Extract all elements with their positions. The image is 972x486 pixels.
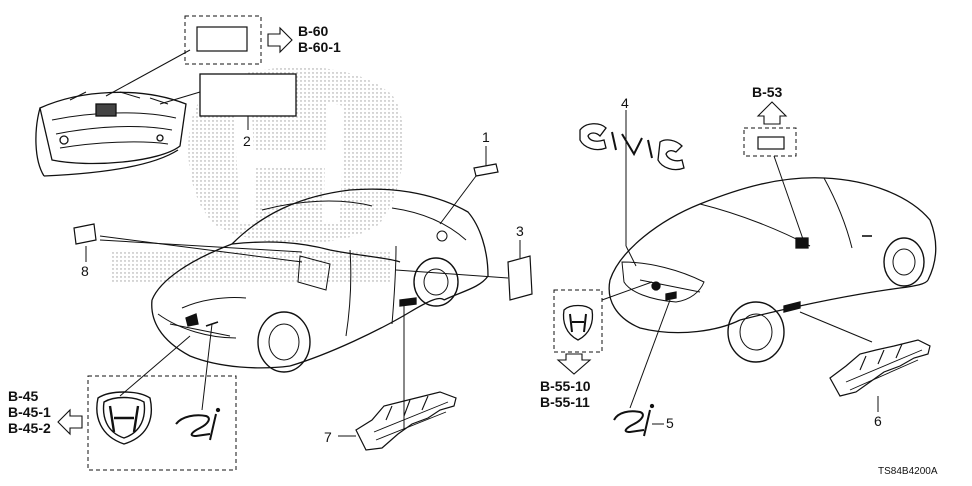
- part-5-si-emblem: [613, 403, 655, 437]
- leader-line-si-front: [201, 323, 213, 411]
- hood-ref-line-2: B-60-1: [298, 39, 341, 56]
- arrow-up-icon: [756, 101, 788, 125]
- front-si-emblem: [175, 407, 221, 441]
- leader-line-4-car: [625, 245, 637, 267]
- leader-line-8-b: [99, 239, 303, 253]
- front-reference: B-45 B-45-1 B-45-2: [8, 388, 51, 436]
- leader-line-front-emblem: [119, 335, 191, 397]
- trunk-ref-line-2: B-55-11: [540, 394, 590, 411]
- part-number-5: 5: [666, 415, 674, 431]
- part-number-1: 1: [482, 129, 490, 145]
- part-1-label: [473, 163, 499, 177]
- trunk-ref-line-1: B-55-10: [540, 378, 591, 394]
- part-8-label: [73, 223, 97, 245]
- part-number-7: 7: [324, 429, 332, 445]
- leader-line-6: [799, 311, 873, 343]
- part-6-ivtec-emblem: [829, 339, 931, 397]
- hood-label-b60: [196, 26, 248, 52]
- hood-drawing: [35, 91, 187, 177]
- part-2-label: [199, 73, 297, 117]
- leader-line-b53: [773, 155, 805, 243]
- front-h-emblem: [96, 391, 153, 445]
- part-4-civic-emblem: [579, 123, 685, 171]
- trunk-h-emblem: [562, 304, 594, 341]
- rear-label-dashed-box: [743, 127, 797, 157]
- arrow-right-icon: [267, 26, 293, 54]
- rear-label-b53: [757, 136, 785, 150]
- front-ref-line-2: B-45-1: [8, 404, 51, 421]
- leader-line-trunk-emblem: [601, 281, 653, 301]
- trunk-reference: B-55-10 B-55-11: [540, 378, 591, 410]
- hood-label-leader: [105, 49, 191, 97]
- part-3-label: [507, 255, 533, 301]
- leader-line-1-car: [439, 175, 477, 225]
- arrow-down-icon: [556, 353, 592, 375]
- part-7-ivtec-emblem: [355, 391, 457, 451]
- part-number-2: 2: [243, 133, 251, 149]
- hood-reference: B-60 B-60-1: [298, 23, 341, 55]
- hood-label-dashed-box: [184, 15, 262, 65]
- leader-line-5: [629, 299, 671, 409]
- arrow-left-icon: [57, 408, 83, 436]
- part-number-8: 8: [81, 263, 89, 279]
- leader-line-3-car: [395, 269, 509, 279]
- rear-reference: B-53: [752, 84, 783, 100]
- leader-line-2-hood: [159, 91, 201, 105]
- trunk-emblem-dashed-box: [553, 289, 603, 353]
- front-car-drawing: [151, 188, 489, 373]
- hood-ref-line-1: B-60: [298, 23, 329, 39]
- rear-car-drawing: [608, 177, 937, 363]
- front-ref-line-3: B-45-2: [8, 420, 51, 437]
- front-ref-line-1: B-45: [8, 388, 39, 404]
- leader-line-8-a: [99, 235, 303, 263]
- part-number-6: 6: [874, 413, 882, 429]
- part-number-4: 4: [621, 95, 629, 111]
- diagram-code: TS84B4200A: [878, 466, 938, 477]
- front-emblem-dashed-box: [87, 375, 237, 471]
- part-number-3: 3: [516, 223, 524, 239]
